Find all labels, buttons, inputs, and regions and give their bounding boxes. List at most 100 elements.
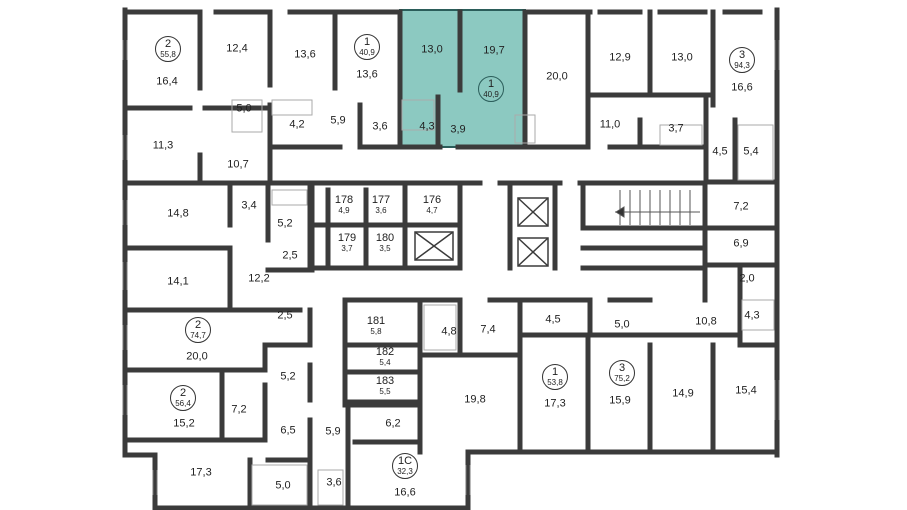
room-area: 20,0 — [186, 350, 208, 363]
room-area: 6,5 — [280, 424, 296, 437]
apartment-area: 75,2 — [614, 374, 630, 383]
room-area: 15,2 — [173, 417, 195, 430]
room-area: 14,1 — [167, 275, 189, 288]
storage-area: 5,5 — [379, 387, 391, 396]
room-area: 17,3 — [544, 397, 566, 410]
apartment-area: 56,4 — [175, 399, 191, 408]
storage-area: 5,8 — [370, 327, 382, 336]
windows — [122, 40, 780, 495]
storage-area: 3,7 — [341, 244, 353, 253]
room-area: 4,2 — [289, 118, 305, 131]
room-area: 7,2 — [231, 403, 247, 416]
room-area: 3,4 — [241, 199, 257, 212]
room-area: 6,9 — [733, 237, 749, 250]
apartment-rooms: 1 — [551, 366, 559, 378]
room-area: 5,9 — [330, 114, 346, 127]
storage-area: 4,7 — [426, 206, 438, 215]
room-area: 7,4 — [480, 323, 496, 336]
apartment-area: 32,3 — [397, 467, 413, 476]
apartment-rooms: 1 — [487, 78, 495, 90]
room-area: 12,9 — [609, 51, 631, 64]
apartment-area: 40,9 — [483, 90, 499, 99]
storage-area: 5,4 — [379, 358, 391, 367]
storage-area: 3,5 — [379, 244, 391, 253]
room-area: 16,6 — [731, 81, 753, 94]
walls — [122, 7, 780, 510]
storage-number: 183 — [375, 375, 395, 387]
room-area: 5,9 — [325, 425, 341, 438]
apartment-rooms: 2 — [179, 387, 187, 399]
room-area: 3,7 — [668, 122, 684, 135]
room-area: 14,9 — [672, 387, 694, 400]
room-area: 5,0 — [236, 102, 252, 115]
storage-number: 176 — [422, 194, 442, 206]
room-area: 11,0 — [599, 118, 621, 131]
room-area: 5,4 — [743, 145, 759, 158]
room-area: 6,2 — [385, 417, 401, 430]
room-area: 7,2 — [733, 200, 749, 213]
room-area: 19,7 — [483, 44, 505, 57]
storage-area: 4,9 — [338, 206, 350, 215]
room-area: 11,3 — [152, 139, 174, 152]
room-area: 3,6 — [326, 476, 342, 489]
room-area: 16,4 — [156, 75, 178, 88]
apartment-area: 74,7 — [190, 331, 206, 340]
room-area: 15,9 — [609, 394, 631, 407]
room-area: 14,8 — [167, 207, 189, 220]
room-area: 12,4 — [226, 42, 248, 55]
room-area: 3,6 — [372, 120, 388, 133]
apartment-area: 55,8 — [160, 50, 176, 59]
storage-number: 181 — [366, 315, 386, 327]
room-area: 10,8 — [695, 315, 717, 328]
room-area: 12,2 — [248, 272, 270, 285]
room-area: 5,2 — [280, 370, 296, 383]
room-area: 4,3 — [744, 309, 760, 322]
room-area: 4,5 — [545, 313, 561, 326]
apartment-rooms: 2 — [194, 319, 202, 331]
room-area: 13,0 — [671, 51, 693, 64]
stairs — [615, 190, 700, 225]
room-area: 2,0 — [739, 272, 755, 285]
apartment-rooms: 1 — [363, 36, 371, 48]
room-area: 2,5 — [277, 309, 293, 322]
apartment-rooms: 1С — [397, 455, 413, 467]
storage-number: 182 — [375, 346, 395, 358]
room-area: 19,8 — [464, 393, 486, 406]
room-area: 5,0 — [275, 479, 291, 492]
room-area: 4,3 — [419, 120, 435, 133]
storage-number: 178 — [334, 194, 354, 206]
room-area: 16,6 — [394, 486, 416, 499]
apartment-rooms: 3 — [618, 362, 626, 374]
room-area: 13,0 — [421, 43, 443, 56]
apartment-rooms: 2 — [164, 38, 172, 50]
room-area: 13,6 — [356, 68, 378, 81]
room-area: 4,5 — [712, 145, 728, 158]
room-area: 5,0 — [614, 318, 630, 331]
apartment-rooms: 3 — [738, 49, 746, 61]
room-area: 17,3 — [190, 466, 212, 479]
room-area: 2,5 — [282, 249, 298, 262]
apartment-area: 53,8 — [547, 378, 563, 387]
storage-area: 3,6 — [375, 206, 387, 215]
room-area: 15,4 — [735, 384, 757, 397]
room-area: 4,8 — [441, 325, 457, 338]
